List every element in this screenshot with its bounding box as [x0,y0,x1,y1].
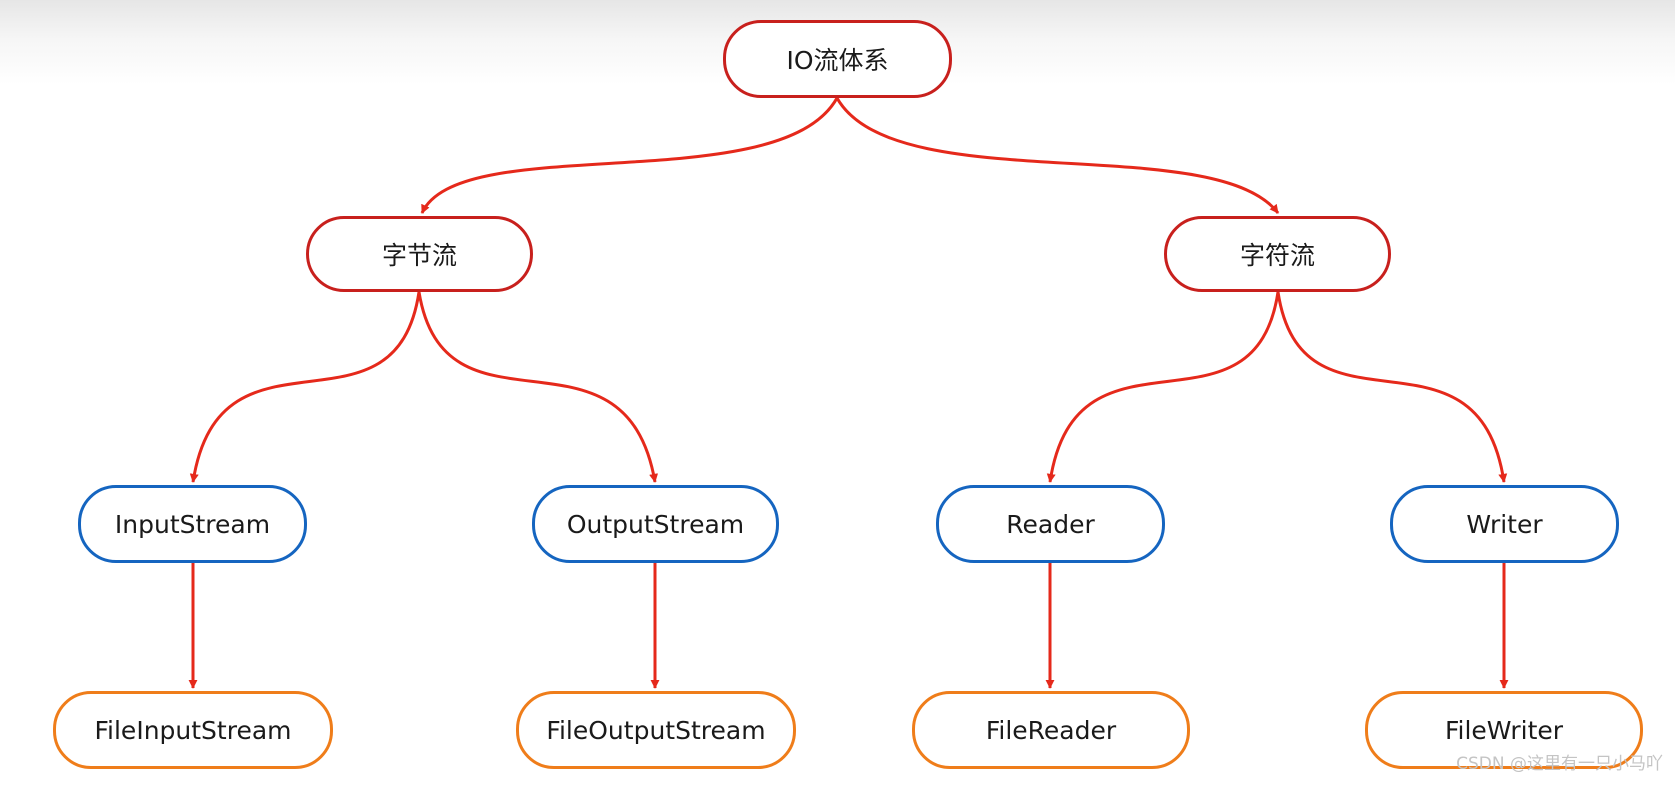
node-output-stream: OutputStream [532,485,779,563]
node-writer: Writer [1390,485,1619,563]
node-file-input-stream: FileInputStream [53,691,333,769]
edge-byte-stream-input-stream [189,291,421,483]
node-input-stream: InputStream [78,485,307,563]
edge-char-stream-reader [1046,291,1280,483]
watermark: CSDN @这里有一只小马吖 [1456,754,1663,774]
edge-root-byte-stream [420,97,839,214]
node-reader: Reader [936,485,1165,563]
node-char-stream: 字符流 [1164,216,1391,292]
edge-byte-stream-output-stream [417,291,659,483]
edge-root-char-stream [835,97,1280,214]
node-file-reader: FileReader [912,691,1190,769]
node-file-output-stream: FileOutputStream [516,691,796,769]
edge-char-stream-writer [1276,291,1508,483]
node-byte-stream: 字节流 [306,216,533,292]
node-io-stream-system: IO流体系 [723,20,952,98]
node-file-writer: FileWriter [1365,691,1643,769]
